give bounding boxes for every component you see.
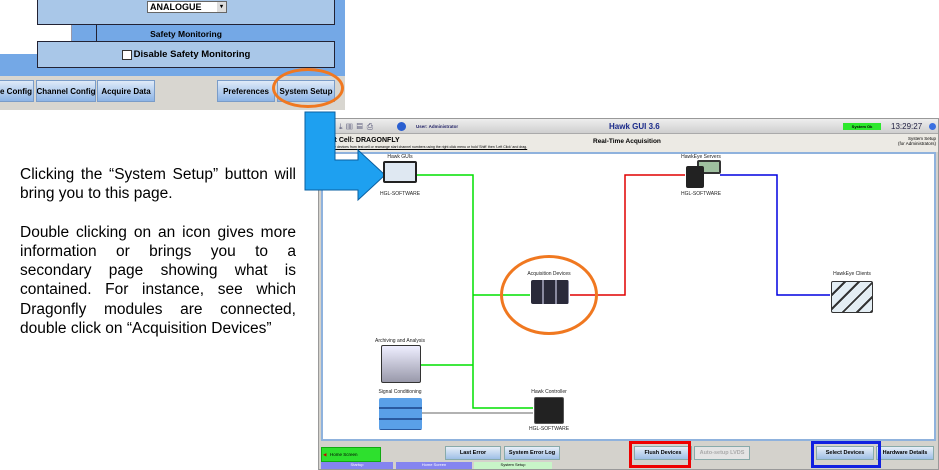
monitor-icon[interactable] [383,161,417,183]
preferences-button[interactable]: Preferences [217,80,275,102]
signal-conditioning-icon[interactable] [379,398,422,430]
section-subtitle: (for Administrators) [897,141,936,146]
description-para-2: Double clicking on an icon gives more in… [20,223,296,338]
description-para-1: Clicking the “System Setup” button will … [20,166,296,203]
tab-home-screen[interactable]: Home Screen [396,462,472,469]
auto-setup-lvds-button: Auto-setup LVDS [694,446,750,460]
last-error-button[interactable]: Last Error [445,446,501,460]
dropdown-value: ANALOGUE [150,2,202,12]
hawkeye-servers-sub: HGL-SOFTWARE [680,191,722,197]
select-highlight-box [811,441,881,468]
back-arrow-icon: ◀ [323,452,327,457]
clients-icon[interactable] [831,281,873,313]
description: Clicking the “System Setup” button will … [20,165,296,357]
section-title: System Setup [907,136,936,141]
app-title: Hawk GUI 3.6 [609,122,660,131]
disable-safety-label: Disable Safety Monitoring [133,49,251,60]
flush-highlight-box [629,441,691,468]
disable-safety-checkbox[interactable] [121,49,132,60]
channel-config-button[interactable]: Channel Config [36,80,96,102]
section-label: System Setup(for Administrators) [898,136,936,146]
tab-startup[interactable]: Startup [321,462,393,469]
hawk-guis-sub: HGL-SOFTWARE [379,191,421,197]
hawkeye-servers-label: HawkEye Servers [681,154,721,160]
archiving-icon[interactable] [381,345,421,383]
test-cell-label: Test Cell: DRAGONFLY [323,137,400,144]
globe-icon[interactable] [397,122,406,131]
server-icon[interactable] [686,166,704,188]
home-screen-button[interactable]: ◀Home Screen [321,447,381,462]
acquisition-highlight-circle [500,255,598,335]
archiving-label: Archiving and Analysis [374,338,426,344]
select-devices-button[interactable]: Select Devices [816,446,874,460]
clock: 13:29:27 [891,122,923,131]
chevron-down-icon[interactable]: ▾ [217,2,226,12]
controller-icon[interactable] [534,397,564,424]
config-panel: ANALOGUE ▾ Safety Monitoring Disable Safe… [0,0,345,76]
status-badge: System Ok [843,123,881,130]
instructions: Remove devices from test cell or rearran… [323,145,528,149]
link-server-client [720,174,830,296]
title-bar: ⤓▥▤⎙ User: Administrator Hawk GUI 3.6 Sy… [319,119,938,134]
safety-group: Disable Safety Monitoring [37,41,335,68]
page-title: Real-Time Acquisition [593,138,661,145]
toolbar-icons[interactable]: ⤓▥▤⎙ [339,122,378,131]
hawk-guis-label: Hawk GUIs [387,154,413,160]
signal-conditioning-label: Signal Conditioning [378,389,422,395]
device-config-button[interactable]: e Config [0,80,34,102]
hardware-details-button[interactable]: Hardware Details [876,446,934,460]
header-row: Test Cell: DRAGONFLY Real-Time Acquisiti… [319,134,938,152]
pointer-arrow [304,111,386,202]
hawk-controller-sub: HGL-SOFTWARE [528,426,570,432]
hawk-controller-label: Hawk Controller [531,389,567,395]
tab-system-setup[interactable]: System Setup [474,462,552,469]
safety-title: Safety Monitoring [150,29,222,39]
home-screen-label: Home Screen [330,452,358,457]
user-label: User: Administrator [416,124,459,129]
link-gui-controller [417,174,533,409]
hawkeye-clients-label: HawkEye Clients [833,271,871,277]
flush-devices-button[interactable]: Flush Devices [634,446,692,460]
highlight-ellipse [272,68,344,108]
mode-dropdown[interactable]: ANALOGUE ▾ [147,1,227,13]
help-icon[interactable] [929,123,936,130]
system-error-log-button[interactable]: System Error Log [504,446,560,460]
acquire-data-button[interactable]: Acquire Data [97,80,155,102]
